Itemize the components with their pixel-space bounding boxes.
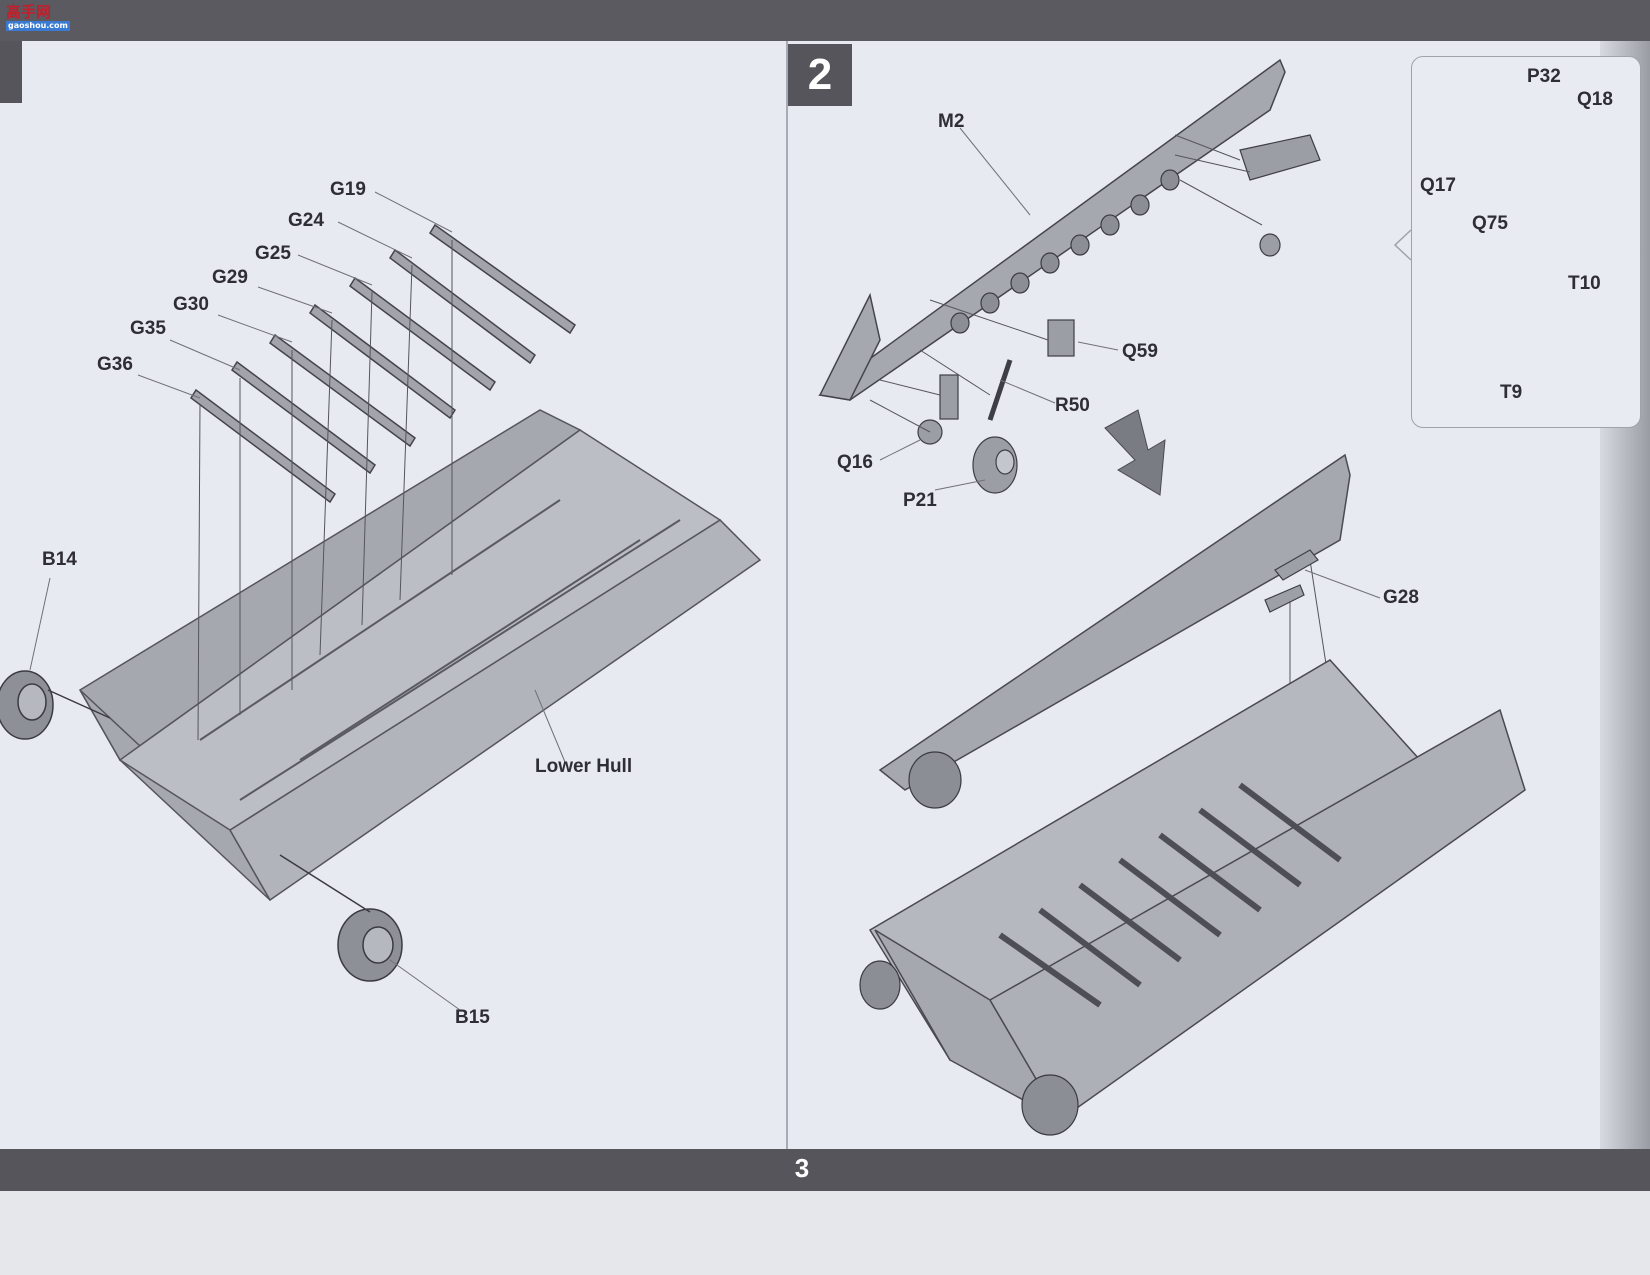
sprocket-b14 (0, 670, 111, 740)
site-watermark-logo: 高手网 gaoshou.com (6, 4, 70, 31)
label-b14: B14 (42, 549, 77, 570)
side-panel-m2 (818, 58, 1286, 401)
label-q75: Q75 (1472, 213, 1508, 234)
label-g28: G28 (1383, 587, 1419, 608)
label-t9: T9 (1500, 382, 1523, 403)
arrow-down-icon (1104, 409, 1166, 496)
parts-step2-top (917, 134, 1321, 494)
label-g35: G35 (130, 318, 166, 339)
label-r50: R50 (1055, 395, 1090, 416)
label-b15: B15 (455, 1007, 490, 1028)
completed-hull-step2 (868, 453, 1526, 1122)
label-q17: Q17 (1420, 175, 1456, 196)
lower-hull-slots (199, 499, 681, 801)
completed-hull-members (998, 782, 1342, 1008)
step-2-badge: 2 (788, 44, 852, 106)
label-m2: M2 (938, 111, 965, 132)
label-g25: G25 (255, 243, 291, 264)
panel-divider (786, 41, 788, 1149)
watermark-site-text: gaoshou.com (6, 21, 70, 31)
watermark-logo-text: 高手网 (6, 3, 52, 21)
label-g30: G30 (173, 294, 209, 315)
step-1-badge (0, 41, 22, 103)
page-margin-bottom (0, 1191, 1650, 1275)
inset-detail-box (1411, 56, 1641, 428)
sprocket-b15 (279, 854, 403, 982)
label-q59: Q59 (1122, 341, 1158, 362)
cross-members-g (189, 223, 577, 504)
label-q18: Q18 (1577, 89, 1613, 110)
label-g19: G19 (330, 179, 366, 200)
road-wheels-row (950, 169, 1180, 334)
inset-callout-pointer (1393, 229, 1412, 261)
assembly-guide-lines (197, 240, 453, 741)
g28-part (1264, 549, 1319, 613)
label-g36: G36 (97, 354, 133, 375)
label-g24: G24 (288, 210, 324, 231)
bottom-bar: 3 (0, 1149, 1650, 1191)
step-2-number: 2 (807, 50, 833, 99)
label-p21: P21 (903, 490, 937, 511)
lower-hull-step1 (78, 409, 762, 902)
label-t10: T10 (1568, 273, 1601, 294)
label-lower-hull: Lower Hull (535, 756, 633, 777)
page-number: 3 (794, 1153, 810, 1183)
label-p32: P32 (1527, 66, 1561, 87)
label-q16: Q16 (837, 452, 873, 473)
top-bar: 高手网 gaoshou.com (0, 0, 1650, 41)
label-g29: G29 (212, 267, 248, 288)
completed-hull-sprockets (859, 751, 1079, 1136)
